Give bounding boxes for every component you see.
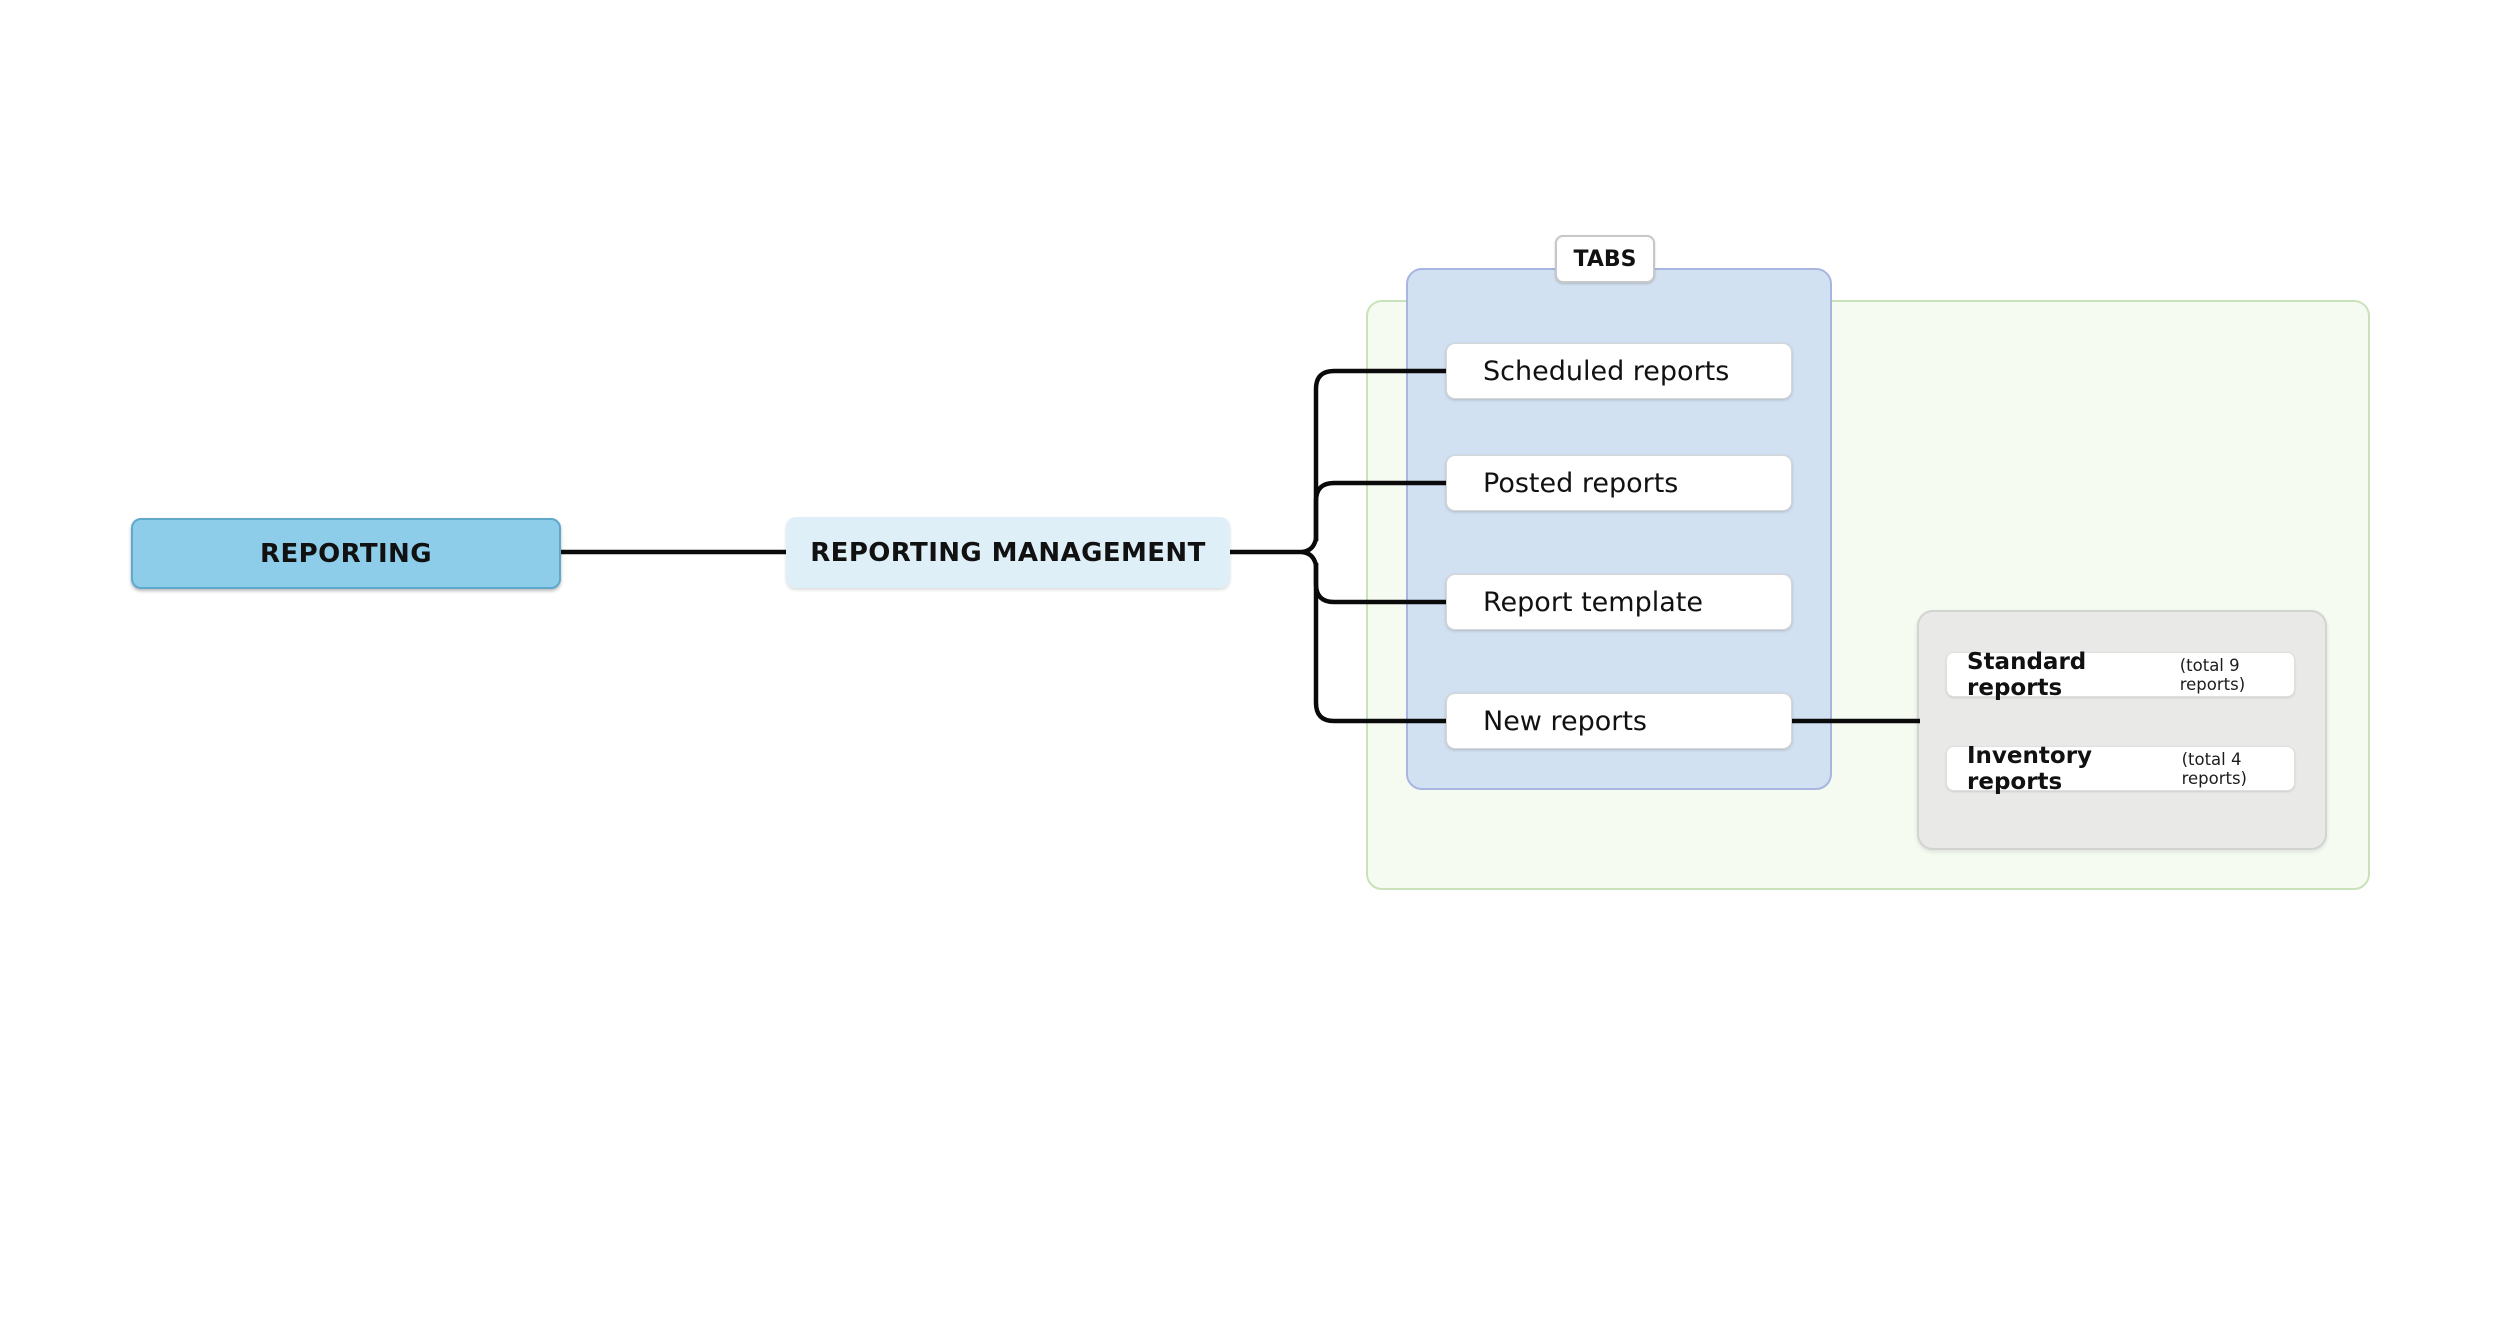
tab-node-posted-reports: Posted reports <box>1446 455 1792 511</box>
tab-node-label: New reports <box>1483 705 1648 737</box>
edge-to-new-reports <box>1313 563 1448 724</box>
subnode-standard-reports: Standard reports (total 9 reports) <box>1946 649 2295 701</box>
report-types-subpanel <box>1917 610 2327 850</box>
subnode-label: Inventory reports <box>1967 742 2093 795</box>
edge-to-scheduled-reports <box>1313 368 1448 541</box>
edge-to-report-template <box>1313 563 1448 605</box>
tab-node-label: Posted reports <box>1483 467 1679 499</box>
node-reporting: REPORTING <box>131 518 561 589</box>
tabs-group-label: TABS <box>1555 235 1655 283</box>
subnode-label: Standard reports <box>1967 648 2087 701</box>
tabs-group-label-text: TABS <box>1573 246 1637 272</box>
node-reporting-management-label: REPORTING MANAGEMENT <box>810 537 1206 568</box>
subnode-count-note: (total 4 reports) <box>2181 749 2247 788</box>
tab-node-label: Scheduled reports <box>1483 355 1730 387</box>
subnode-count-note: (total 9 reports) <box>2179 655 2246 694</box>
edge-to-posted-reports <box>1313 480 1448 541</box>
tab-node-report-template: Report template <box>1446 574 1792 630</box>
node-reporting-label: REPORTING <box>260 538 432 569</box>
subnode-inventory-reports: Inventory reports (total 4 reports) <box>1946 743 2295 795</box>
node-reporting-management: REPORTING MANAGEMENT <box>786 517 1230 588</box>
tab-node-scheduled-reports: Scheduled reports <box>1446 343 1792 399</box>
tab-node-label: Report template <box>1483 586 1703 618</box>
tab-node-new-reports: New reports <box>1446 693 1792 749</box>
